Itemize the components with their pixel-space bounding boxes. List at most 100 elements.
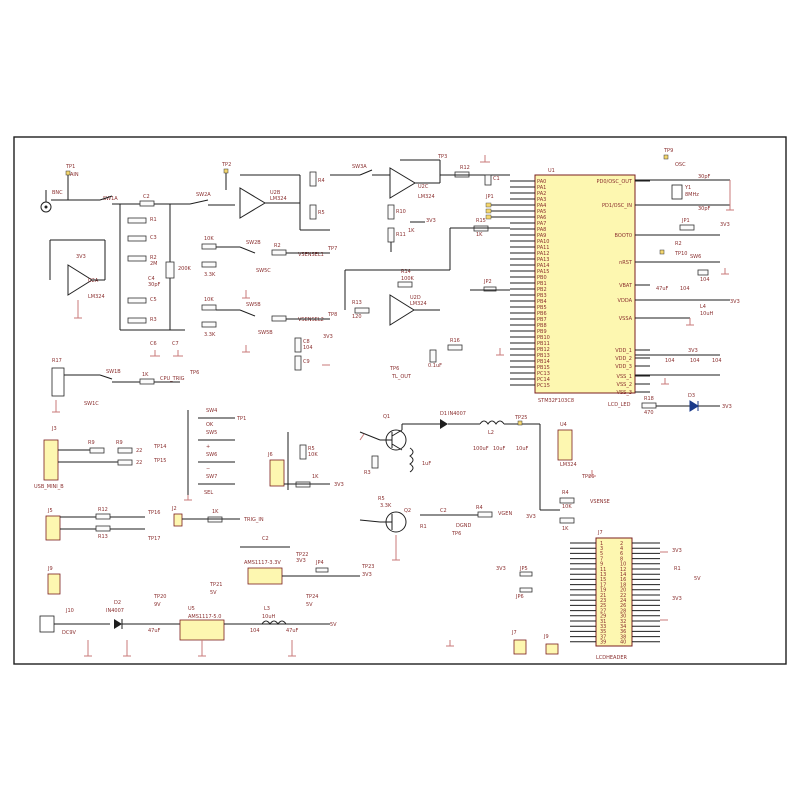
r17-label: R17: [52, 358, 62, 364]
r2-label: R2: [150, 255, 157, 261]
amplifier-stage: TP2 U2B LM324 R4 R5 SW3A U2C LM324 TP3 R…: [221, 154, 510, 252]
c21-label: 47uF: [286, 628, 299, 634]
sw2b-label: SW2B: [246, 240, 261, 246]
lcd-pin-number: 6: [620, 551, 623, 557]
svg-text:30pF: 30pF: [148, 282, 161, 288]
c8-label: C8: [303, 339, 310, 345]
svg-text:LM324: LM324: [270, 196, 287, 202]
svg-text:1K: 1K: [312, 474, 319, 480]
mcu-pin-label: PB15: [537, 365, 550, 371]
lcd-pin-number: 26: [620, 603, 626, 609]
lcd-pin-number: 17: [600, 582, 606, 588]
r54-label: R5: [308, 446, 315, 452]
mcu-pin-label: PA14: [537, 263, 549, 269]
lcd-pin-number: 11: [600, 567, 606, 573]
u1-label: U1: [548, 168, 555, 174]
mcu-part-label: STM32F103C8: [538, 398, 574, 404]
tp25-label: TP25: [514, 415, 527, 421]
j3-label: J3: [51, 426, 57, 432]
u2d-label: U2D: [410, 295, 421, 301]
u5-label: U5: [188, 606, 195, 612]
svg-text:3V3: 3V3: [426, 218, 436, 224]
mcu-pin-label: PA5: [537, 209, 546, 215]
lcd-pin-number: 35: [600, 629, 606, 635]
power-section: C2 AMS1117-3.3V TP22 3V3 JP4 TP23 3V3 TP…: [39, 536, 374, 657]
svg-text:1K: 1K: [562, 526, 569, 532]
mcu-pin-label: PB9: [537, 329, 547, 335]
mcu-pin-label: PB2: [537, 287, 547, 293]
r15-label: R15: [476, 218, 486, 224]
lcd-pin-number: 34: [620, 624, 626, 630]
svg-text:3V3: 3V3: [496, 566, 506, 572]
led-indicator: LCD_LED R18 470 D3 3V3: [608, 393, 732, 416]
jp-top-label: JP1: [485, 194, 494, 200]
mcu-pin-label: VDD_1: [615, 348, 632, 354]
jp6-label: JP6: [515, 594, 524, 600]
tp10-label: TP10: [674, 251, 687, 257]
r13-label: R13: [352, 300, 362, 306]
c22-label: C2: [262, 536, 269, 542]
r18-label: R18: [644, 396, 654, 402]
svg-text:200K: 200K: [178, 266, 192, 272]
jp2-label: JP2: [483, 279, 492, 285]
mcu-pin-label: PA3: [537, 197, 546, 203]
sw5b-label: SW5B: [246, 302, 261, 308]
ina-label: LM324: [560, 462, 577, 468]
u2b-label: U2B: [270, 190, 281, 196]
lcd-pin-number: 15: [600, 577, 606, 583]
svg-text:5V: 5V: [330, 622, 337, 628]
svg-text:3V3: 3V3: [672, 548, 682, 554]
tp6-label: TP6: [189, 370, 199, 376]
svg-text:9V: 9V: [154, 602, 161, 608]
mcu-pin-label: BOOT0: [615, 233, 632, 239]
mcu-pin-label: PD0/OSC_OUT: [597, 179, 633, 185]
trig-in-net: TRIG_IN: [243, 517, 264, 523]
mcu-pin-label: PC13: [537, 371, 550, 377]
c14-label: 104: [700, 277, 710, 283]
c7-label: C7: [172, 341, 179, 347]
sw5-plus-label: +: [206, 444, 210, 450]
mcu-pin-label: VSS_1: [617, 374, 632, 380]
svg-text:22: 22: [136, 460, 142, 466]
c5-label: C5: [150, 297, 157, 303]
u4-section: U4 LM324 R4 10K 1K VSENSE TP26 3V3: [526, 422, 610, 532]
svg-text:3V3: 3V3: [730, 299, 740, 305]
c15-label: 47uF: [656, 286, 669, 292]
mcu-pin-label: PC15: [537, 383, 550, 389]
mcu-pin-label: PD1/OSC_IN: [602, 203, 632, 209]
lcd-pin-number: 19: [600, 588, 606, 594]
c20-label: 104: [250, 628, 260, 634]
lcd-pin-number: 37: [600, 634, 606, 640]
mcu-pin-label: VDD_3: [615, 364, 632, 370]
svg-text:10K: 10K: [308, 452, 318, 458]
c9-label: C9: [303, 359, 310, 365]
button-group: SW4 OK TP1 SW5 + SW6 − SW7 SEL J2 1K TRI…: [171, 408, 264, 527]
svg-text:10K: 10K: [204, 297, 214, 303]
jp5-label: JP5: [519, 566, 528, 572]
r4-label: R4: [318, 178, 325, 184]
lcd-pin-number: 10: [620, 562, 626, 568]
lcd-pin-number: 14: [620, 572, 626, 578]
svg-text:LM324: LM324: [418, 194, 435, 200]
lcd-pin-number: 18: [620, 582, 626, 588]
tp26-label: TP26: [581, 474, 594, 480]
sw6-minus-label: −: [206, 466, 210, 472]
r1-label: R1: [150, 217, 157, 223]
lcd-pin-number: 28: [620, 608, 626, 614]
c4-label: C4: [148, 276, 155, 282]
r27-label: R2: [675, 241, 682, 247]
tp2-label: TP2: [221, 162, 231, 168]
sw5c-label: SW5C: [256, 268, 271, 274]
c16-label: 104: [665, 358, 675, 364]
svg-text:30pF: 30pF: [698, 174, 711, 180]
ams33-label: AMS1117-3.3V: [244, 560, 281, 566]
l2-label: L2: [488, 430, 494, 436]
tp5-dgnd-label: TP6: [451, 531, 461, 537]
usb-label: USB_MINI_B: [34, 484, 64, 490]
mcu-pin-label: PA4: [537, 203, 546, 209]
input-bnc-section: BNC TP1 AIN SW1A C2 R1 C3 R2 2M 200K C4 …: [40, 164, 235, 357]
sw7-sel-label: SEL: [204, 490, 213, 496]
svg-text:1K: 1K: [476, 232, 483, 238]
l3-label: L3: [264, 606, 270, 612]
